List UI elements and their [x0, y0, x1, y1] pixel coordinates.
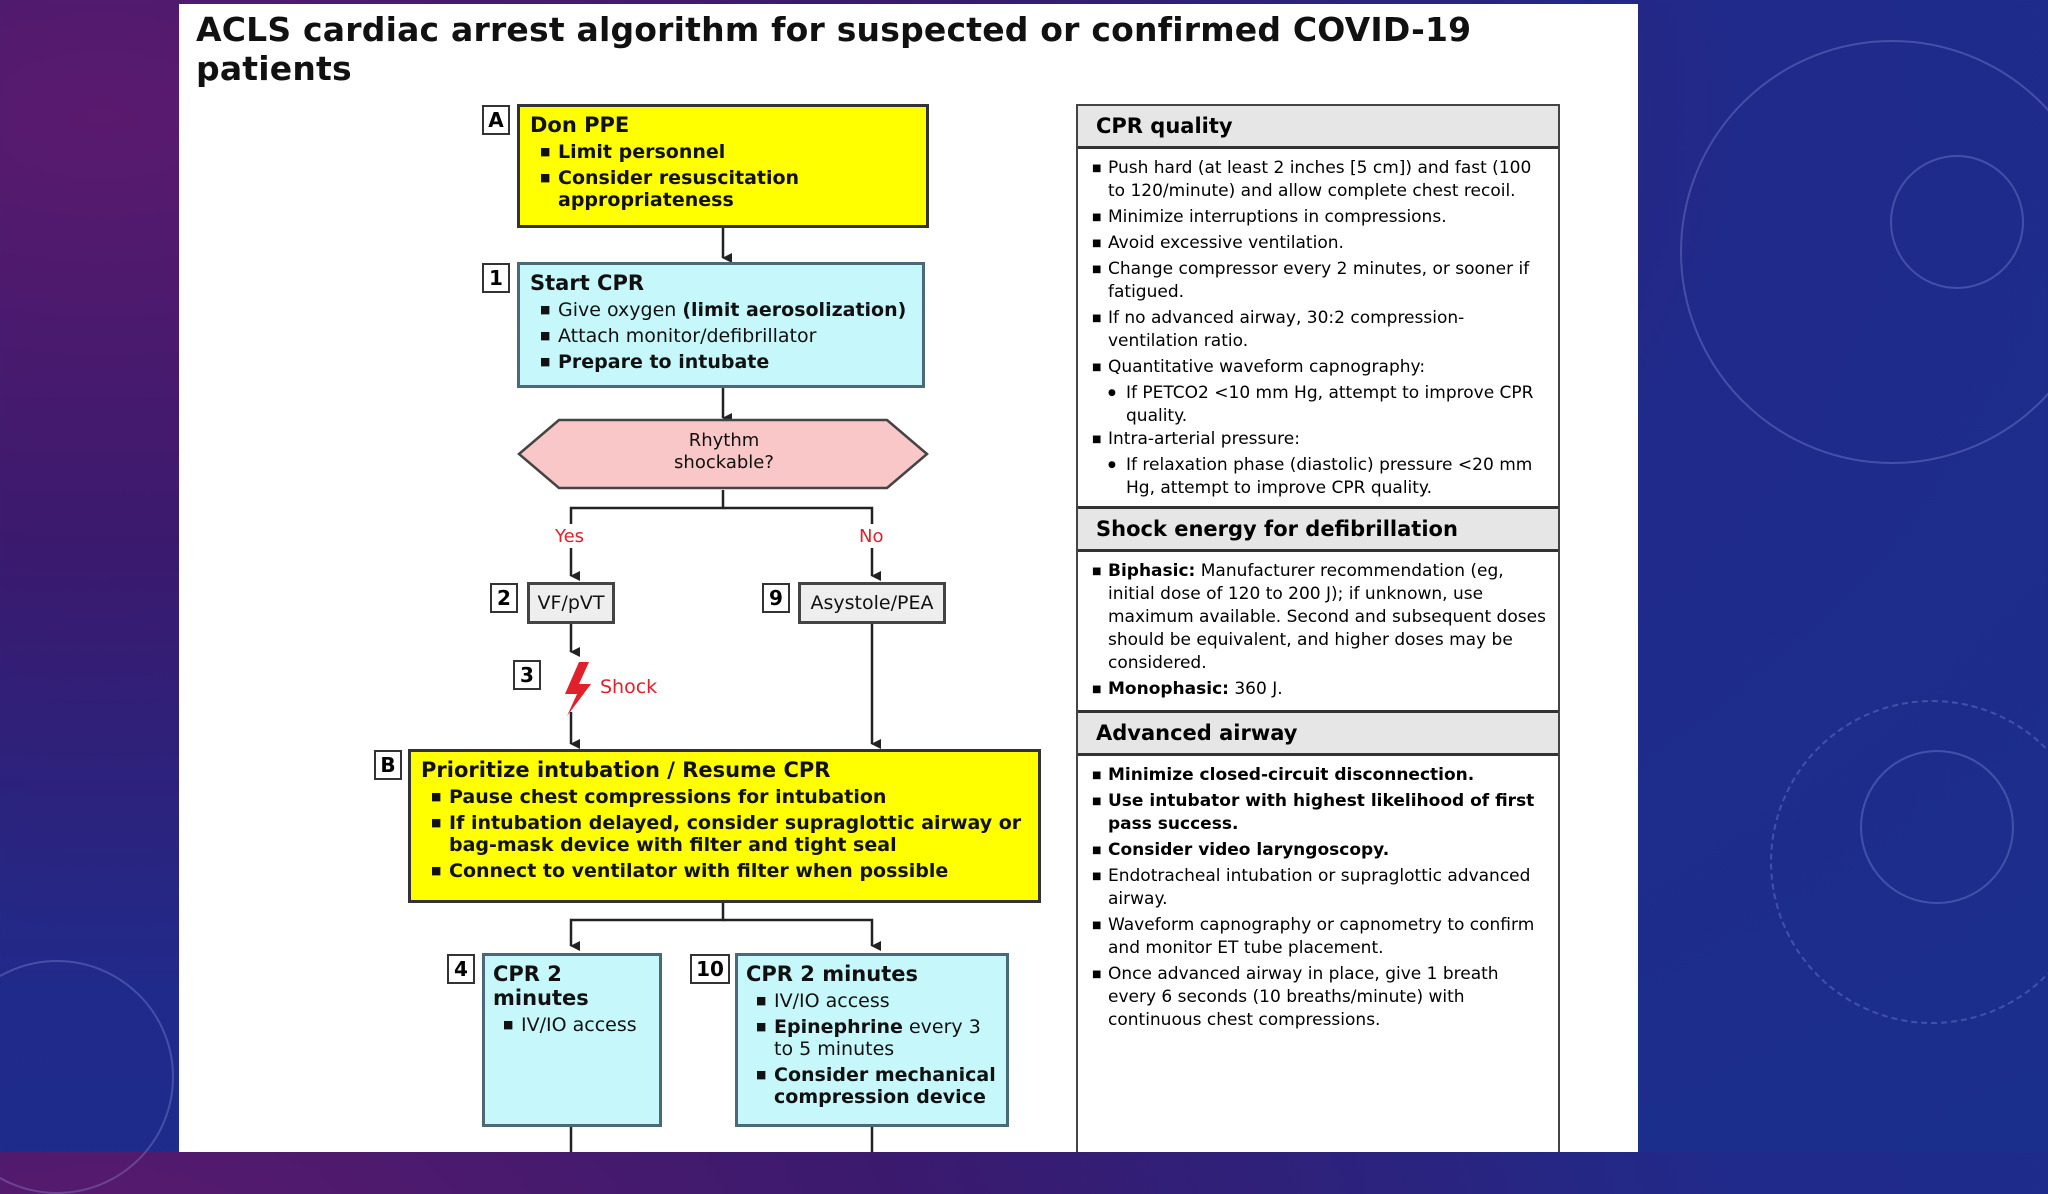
vf-pvt-box: VF/pVT [527, 582, 615, 624]
list-item: Quantitative waveform capnography: [1092, 356, 1548, 379]
item-emphasis: Epinephrine [774, 1016, 903, 1038]
list-item: Prepare to intubate [540, 351, 912, 373]
item-text: Give oxygen [558, 299, 677, 321]
don-ppe-heading: Don PPE [530, 113, 630, 137]
list-item: Consider video laryngoscopy. [1092, 839, 1548, 862]
reference-panel: CPR quality Push hard (at least 2 inches… [1076, 104, 1560, 1152]
list-item: Give oxygen (limit aerosolization) [540, 299, 912, 321]
step-label-a: A [482, 105, 510, 135]
list-item: Consider resuscitation appropriateness [540, 167, 916, 211]
biphasic-label: Biphasic: [1108, 561, 1196, 581]
prioritize-intubation-box: Prioritize intubation / Resume CPR Pause… [408, 749, 1041, 903]
shock-label: Shock [600, 676, 658, 698]
decision-hexagon [517, 418, 929, 490]
list-item: If no advanced airway, 30:2 compression-… [1092, 307, 1548, 353]
advanced-airway-heading: Advanced airway [1078, 710, 1558, 756]
flow-connectors [517, 228, 929, 1152]
list-item: Once advanced airway in place, give 1 br… [1092, 963, 1548, 1032]
monophasic-text: 360 J. [1234, 679, 1283, 699]
slide-title: ACLS cardiac arrest algorithm for suspec… [196, 10, 1472, 88]
no-label: No [859, 526, 884, 547]
list-item: Biphasic: Manufacturer recommendation (e… [1092, 560, 1548, 675]
shock-energy-body: Biphasic: Manufacturer recommendation (e… [1078, 552, 1558, 710]
list-item: Minimize interruptions in compressions. [1092, 206, 1548, 229]
list-item: Connect to ventilator with filter when p… [431, 860, 1028, 882]
list-item: Push hard (at least 2 inches [5 cm]) and… [1092, 157, 1548, 203]
cpr-quality-body: Push hard (at least 2 inches [5 cm]) and… [1078, 149, 1558, 506]
monophasic-label: Monophasic: [1108, 679, 1229, 699]
decorative-ring [1890, 155, 2024, 289]
start-cpr-heading: Start CPR [530, 271, 645, 295]
shock-energy-heading: Shock energy for defibrillation [1078, 506, 1558, 552]
list-item: Attach monitor/defibrillator [540, 325, 912, 347]
lightning-bolt-icon [565, 662, 591, 716]
sub-item: If PETCO2 <10 mm Hg, attempt to improve … [1108, 382, 1548, 428]
list-item: Avoid excessive ventilation. [1092, 232, 1548, 255]
cpr-2-minutes-heading: CPR 2 minutes [746, 962, 918, 986]
slide: ACLS cardiac arrest algorithm for suspec… [179, 4, 1638, 1152]
cpr-2-minutes-heading: CPR 2 minutes [493, 962, 589, 1010]
list-item: Minimize closed-circuit disconnection. [1092, 764, 1548, 787]
yes-label: Yes [555, 526, 585, 547]
list-item: Change compressor every 2 minutes, or so… [1092, 258, 1548, 304]
item-emphasis: (limit aerosolization) [682, 299, 907, 321]
step-label-3: 3 [513, 660, 541, 690]
step-label-b: B [374, 750, 402, 780]
prioritize-intubation-heading: Prioritize intubation / Resume CPR [421, 758, 831, 782]
biphasic-text: Manufacturer recommendation (eg, initial… [1108, 561, 1546, 673]
decision-text: Rhythm shockable? [674, 430, 774, 473]
cpr-2-minutes-box-10: CPR 2 minutes IV/IO access Epinephrine e… [735, 953, 1009, 1127]
step-label-2: 2 [490, 583, 518, 613]
list-item: Limit personnel [540, 141, 916, 163]
list-item: Pause chest compressions for intubation [431, 786, 1028, 808]
list-item: Monophasic: 360 J. [1092, 678, 1548, 701]
decorative-ring [0, 960, 174, 1194]
decorative-ring [1860, 750, 2014, 904]
cpr-quality-heading: CPR quality [1078, 106, 1558, 149]
list-item: Intra-arterial pressure: [1092, 428, 1548, 451]
list-item: IV/IO access [503, 1014, 651, 1036]
step-label-10: 10 [690, 954, 730, 984]
list-item: Waveform capnography or capnometry to co… [1092, 914, 1548, 960]
start-cpr-box: Start CPR Give oxygen (limit aerosolizat… [517, 262, 925, 388]
list-item: Endotracheal intubation or supraglottic … [1092, 865, 1548, 911]
cpr-2-minutes-box-4: CPR 2 minutes IV/IO access [482, 953, 662, 1127]
item-text: every 3 to 5 minutes [774, 1016, 981, 1060]
list-item: Epinephrine every 3 to 5 minutes [756, 1016, 998, 1060]
step-label-1: 1 [482, 263, 510, 293]
sub-item: If relaxation phase (diastolic) pressure… [1108, 454, 1548, 500]
list-item: If intubation delayed, consider supraglo… [431, 812, 1028, 856]
list-item: IV/IO access [756, 990, 998, 1012]
asystole-pea-box: Asystole/PEA [798, 582, 946, 624]
step-label-4: 4 [447, 954, 475, 984]
advanced-airway-body: Minimize closed-circuit disconnection. U… [1078, 756, 1558, 1041]
step-label-9: 9 [762, 583, 790, 613]
don-ppe-box: Don PPE Limit personnel Consider resusci… [517, 104, 929, 228]
list-item: Use intubator with highest likelihood of… [1092, 790, 1548, 836]
list-item: Consider mechanical compression device [756, 1064, 998, 1108]
